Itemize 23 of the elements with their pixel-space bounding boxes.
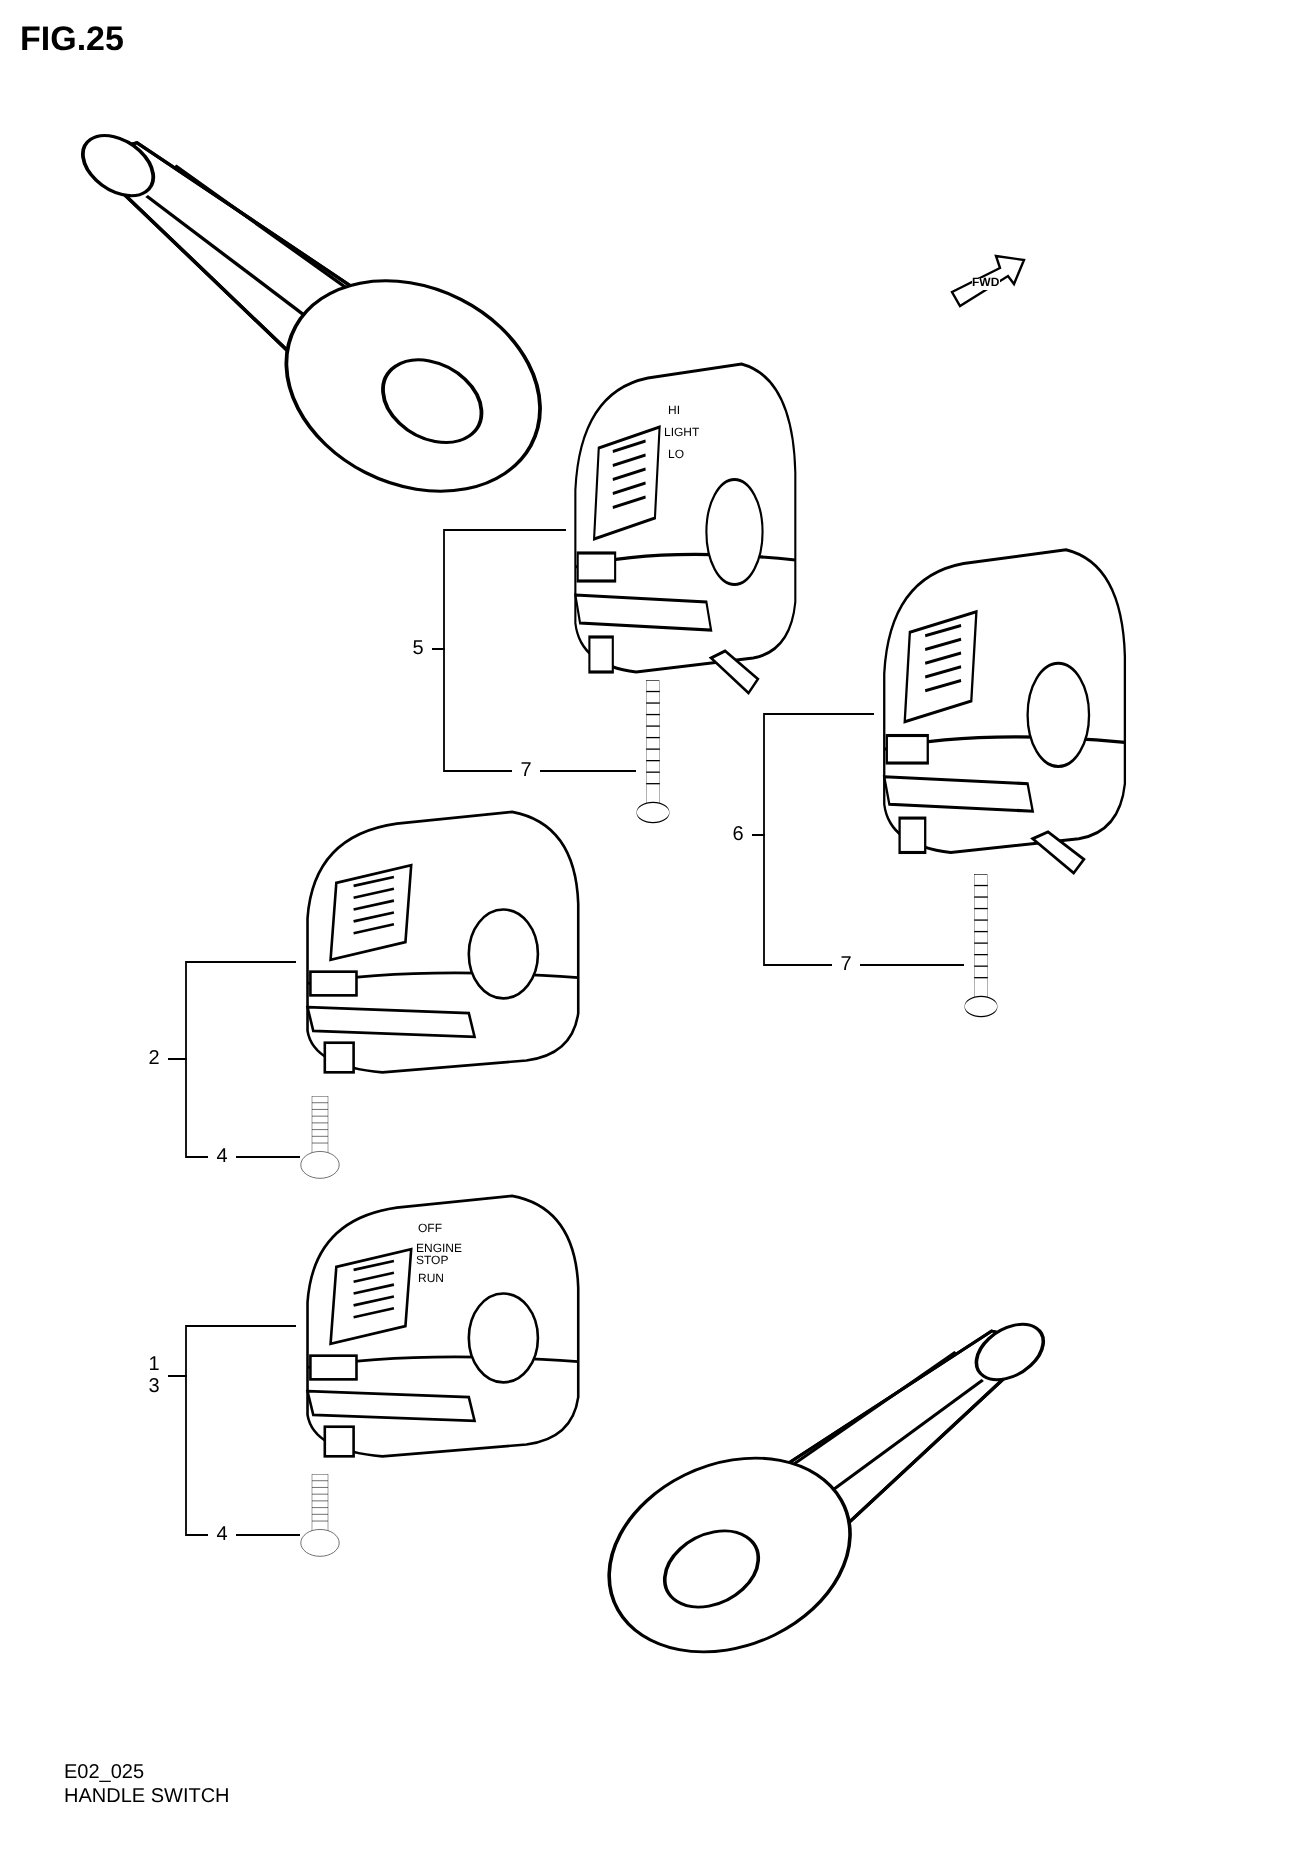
- leader-line: [235, 1156, 301, 1158]
- leader-line: [539, 770, 637, 772]
- leader-line: [235, 1534, 301, 1536]
- callout-number: 7: [516, 760, 536, 782]
- screw-drawing: [300, 1096, 340, 1180]
- callout-number: 7: [836, 954, 856, 976]
- screw-drawing: [300, 1474, 340, 1558]
- callout-number: 6: [728, 824, 748, 846]
- caption: HANDLE SWITCH: [64, 1786, 230, 1808]
- bolt-drawing: [964, 874, 998, 1018]
- callout-number: 4: [212, 1146, 232, 1168]
- leader-line: [167, 1058, 209, 1158]
- callout-number: 5: [408, 638, 428, 660]
- figure-title: FIG.25: [20, 20, 124, 60]
- leader-line: [167, 1375, 209, 1536]
- callout-number: 4: [212, 1524, 232, 1546]
- callout-number: 2: [144, 1048, 164, 1070]
- callout-number: 1 3: [144, 1354, 164, 1398]
- leader-line: [431, 648, 513, 772]
- leader-line: [859, 964, 965, 966]
- leader-line: [751, 834, 833, 966]
- bolt-drawing: [636, 680, 670, 824]
- figure-code: E02_025: [64, 1762, 145, 1784]
